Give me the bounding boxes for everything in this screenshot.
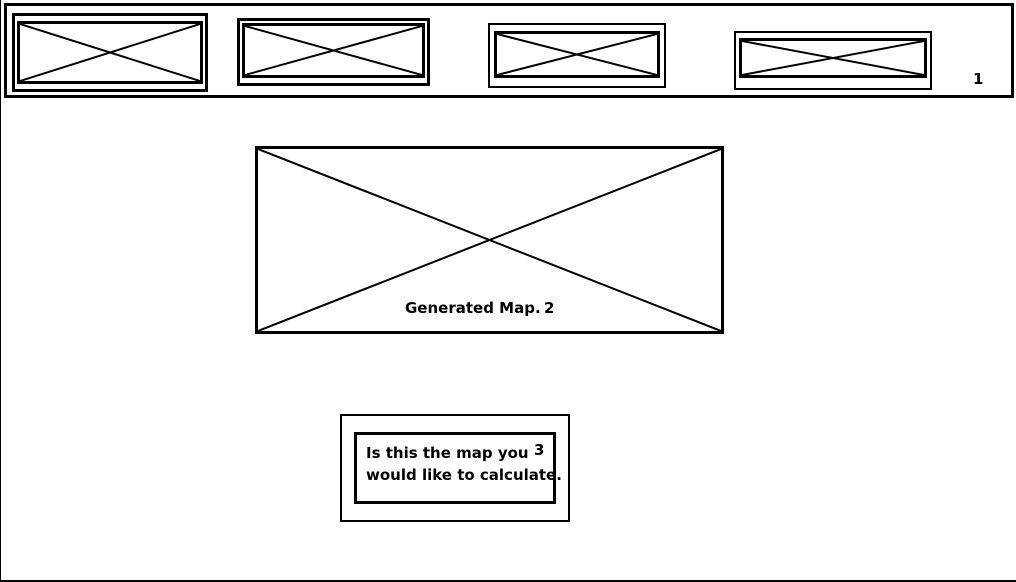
generated-map[interactable] [255, 146, 724, 334]
header-placeholder-3-image-icon [494, 31, 660, 78]
header-placeholder-1-image-icon [17, 21, 203, 84]
header-placeholder-4-image-icon [739, 38, 927, 78]
confirm-message-line2: would like to calculate. [366, 466, 562, 484]
header-placeholder-2-frame[interactable] [237, 18, 430, 86]
map-section-number: 2 [544, 299, 555, 317]
confirm-message-line1: Is this the map you [366, 444, 529, 462]
confirm-message-box[interactable] [354, 432, 556, 504]
header-placeholder-3-frame[interactable] [488, 23, 666, 88]
header-placeholder-4-frame[interactable] [734, 31, 932, 90]
confirm-dialog [340, 414, 570, 522]
header-bar [4, 3, 1014, 98]
header-placeholder-2-image-icon [242, 23, 425, 78]
header-section-number: 1 [973, 70, 984, 88]
map-placeholder-icon [258, 149, 721, 331]
map-caption: Generated Map. [405, 299, 541, 317]
header-placeholder-1-frame[interactable] [12, 13, 208, 92]
confirm-section-number: 3 [534, 441, 545, 459]
